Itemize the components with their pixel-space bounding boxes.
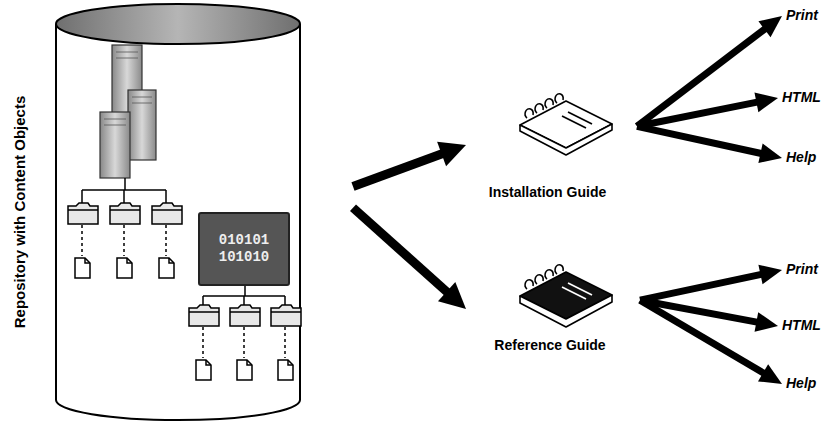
node-label: Help bbox=[786, 375, 816, 391]
output-format: Help bbox=[786, 148, 826, 168]
node-label: Help bbox=[786, 149, 816, 165]
flow-arrow bbox=[637, 16, 782, 126]
guide-node: Reference Guide bbox=[470, 265, 630, 353]
arrow-shaft bbox=[353, 208, 448, 293]
binary-text: 010101 101010 bbox=[214, 232, 274, 267]
flow-arrow bbox=[640, 265, 782, 300]
output-format: Print bbox=[786, 260, 826, 280]
node-label: HTML bbox=[782, 89, 821, 105]
server-icon bbox=[100, 45, 156, 178]
arrow-head bbox=[754, 93, 778, 113]
repository-title: Repository with Content Objects bbox=[11, 96, 28, 329]
flow-arrow bbox=[637, 93, 778, 127]
arrow-shaft bbox=[637, 28, 766, 126]
flow-arrow bbox=[353, 208, 466, 309]
node-label: HTML bbox=[782, 317, 821, 333]
book-icon bbox=[520, 94, 612, 155]
arrow-shaft bbox=[640, 274, 762, 300]
arrow-shaft bbox=[353, 153, 443, 186]
flow-arrow bbox=[640, 300, 782, 384]
arrow-head bbox=[755, 312, 778, 332]
arrow-head bbox=[437, 142, 466, 166]
arrow-shaft bbox=[637, 126, 762, 153]
node-label: Print bbox=[786, 261, 818, 277]
arrow-head bbox=[758, 364, 782, 384]
folder-tree bbox=[68, 178, 182, 278]
output-format: Print bbox=[786, 6, 826, 26]
arrow-head bbox=[758, 144, 782, 164]
flow-arrow bbox=[637, 126, 782, 163]
repository: Repository with Content Objects 010101 10… bbox=[5, 0, 305, 424]
arrow-head bbox=[758, 16, 782, 37]
guide-node: Installation Guide bbox=[470, 90, 625, 200]
repository-cylinder bbox=[56, 4, 300, 420]
folder-tree bbox=[189, 286, 301, 380]
output-format: HTML bbox=[782, 316, 827, 336]
output-format: Help bbox=[786, 374, 826, 394]
binary-chip: 010101 101010 bbox=[198, 212, 290, 286]
node-label: Installation Guide bbox=[489, 184, 606, 200]
book-icon bbox=[520, 265, 612, 327]
arrow-shaft bbox=[637, 102, 758, 126]
arrow-shaft bbox=[640, 300, 765, 374]
arrow-head bbox=[758, 265, 782, 285]
node-label: Print bbox=[786, 7, 818, 23]
output-format: HTML bbox=[782, 88, 827, 108]
node-label: Reference Guide bbox=[494, 337, 605, 353]
flow-arrow bbox=[353, 142, 466, 187]
arrow-head bbox=[438, 282, 466, 309]
